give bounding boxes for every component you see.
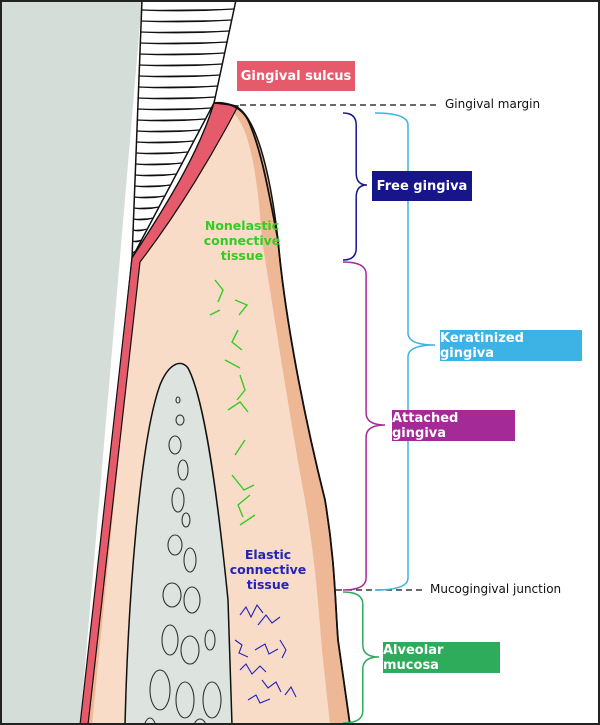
elastic-fiber (239, 603, 264, 619)
enamel-stripe (136, 129, 200, 133)
nonelastic-fiber (224, 359, 241, 369)
nonelastic-fiber (231, 474, 255, 491)
attached-gingiva-brace (342, 261, 386, 591)
nonelastic-fiber (234, 299, 249, 316)
elastic-fiber (279, 639, 287, 659)
keratinized-gingiva-brace (374, 112, 436, 591)
keratinized-gingiva-label: Keratinized gingiva (440, 330, 582, 361)
marrow-space (168, 435, 182, 455)
enamel-stripe (131, 250, 136, 254)
elastic-connective-tissue-text: Elastic connective tissue (229, 547, 307, 592)
nonelastic-fiber (231, 329, 243, 351)
elastic-fiber (261, 679, 282, 693)
enamel-stripe (134, 195, 165, 199)
enamel-stripe (138, 96, 216, 100)
marrow-space (171, 487, 185, 513)
elastic-fiber (284, 685, 297, 698)
nonelastic-fiber (214, 279, 224, 303)
nonelastic-connective-tissue-text: Nonelastic connective tissue (203, 218, 281, 263)
enamel-stripe (133, 217, 153, 221)
gingival-sulcus-label: Gingival sulcus (237, 61, 355, 91)
enamel-stripe (133, 206, 159, 210)
mucogingival-junction-text: Mucogingival junction (430, 582, 562, 596)
marrow-space (177, 459, 189, 481)
enamel-stripe (134, 184, 171, 188)
alveolar-mucosa-label: Alveolar mucosa (383, 642, 500, 673)
enamel-stripe (132, 239, 142, 243)
marrow-space (149, 669, 171, 711)
elastic-fiber (239, 663, 267, 675)
tooth-root (0, 0, 142, 725)
marrow-space (162, 582, 182, 608)
marrow-space (183, 547, 197, 573)
enamel-stripe (138, 85, 218, 89)
enamel-stripe (140, 30, 230, 34)
marrow-space (161, 624, 179, 656)
gingival-margin-text: Gingival margin (445, 97, 541, 111)
marrow-space (175, 396, 181, 404)
attached-gingiva-label: Attached gingiva (392, 410, 515, 441)
nonelastic-fiber (236, 374, 246, 401)
nonelastic-fiber (227, 401, 249, 413)
marrow-space (167, 534, 183, 556)
elastic-fiber (247, 694, 271, 704)
enamel-stripe (135, 162, 182, 166)
enamel-stripe (141, 8, 234, 12)
marrow-space (181, 512, 191, 528)
marrow-space (193, 718, 207, 725)
enamel-stripe (136, 140, 194, 144)
marrow-space (202, 681, 222, 719)
enamel-stripe (141, 19, 232, 23)
enamel-stripe (132, 228, 148, 232)
enamel-stripe (139, 74, 220, 78)
marrow-space (180, 635, 200, 665)
marrow-space (183, 586, 201, 614)
nonelastic-fiber (234, 439, 246, 456)
enamel-stripe (135, 173, 176, 177)
nonelastic-fiber (237, 494, 251, 518)
elastic-fiber (254, 643, 279, 655)
sulcular-epithelium (79, 102, 239, 725)
enamel-stripe (139, 52, 225, 56)
enamel-stripe (140, 41, 227, 45)
alveolar-mucosa-brace (342, 591, 380, 724)
nonelastic-fiber (209, 309, 221, 316)
elastic-fiber (257, 614, 281, 626)
nonelastic-fiber (239, 514, 256, 526)
enamel-stripe (137, 118, 206, 122)
marrow-space (175, 681, 195, 719)
enamel-stripe (137, 107, 211, 111)
enamel-stripe (139, 63, 223, 67)
enamel-stripe (136, 151, 188, 155)
marrow-space (143, 717, 157, 725)
free-gingiva-label: Free gingiva (372, 171, 472, 201)
elastic-fiber (234, 639, 249, 658)
free-gingiva-brace (342, 112, 368, 261)
marrow-space (175, 414, 185, 426)
marrow-space (204, 629, 216, 651)
